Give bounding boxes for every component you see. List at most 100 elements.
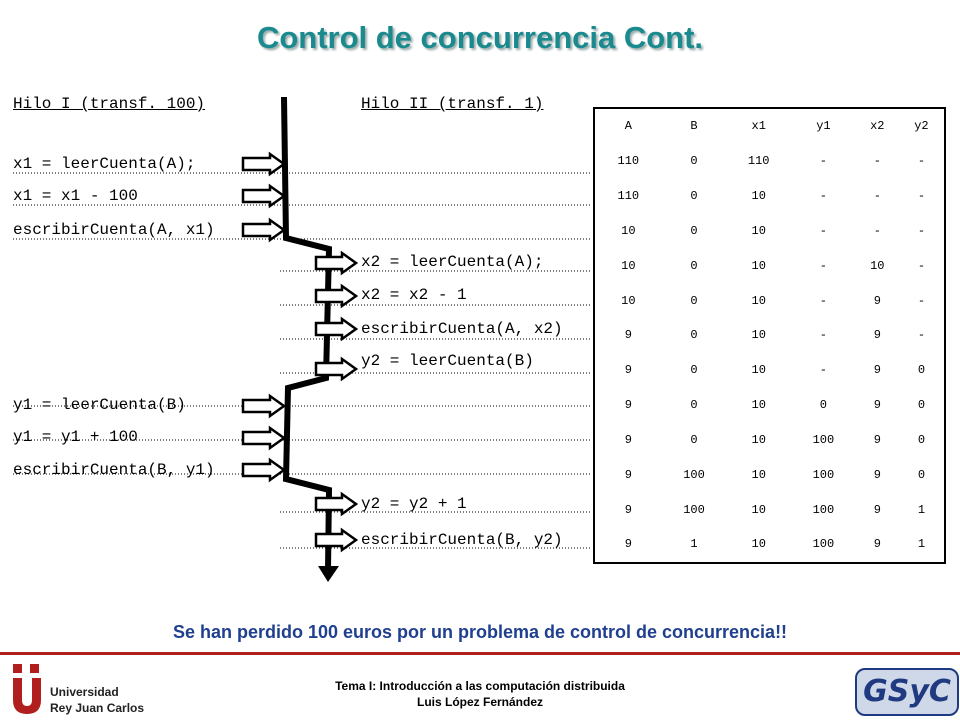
table-cell: 9 — [873, 398, 881, 413]
thread1-line: x1 = x1 - 100 — [13, 187, 138, 205]
table-cell: 9 — [624, 432, 632, 447]
table-cell: 10 — [751, 328, 766, 343]
table-cell: 9 — [624, 537, 632, 552]
table-cell: - — [873, 189, 881, 204]
table-cell: 10 — [621, 258, 636, 273]
gsyc-logo-icon: GSyC — [855, 668, 959, 716]
table-cell: 0 — [690, 223, 698, 238]
table-cell: - — [917, 258, 926, 273]
table-cell: 0 — [690, 258, 698, 273]
table-cell: 10 — [751, 223, 766, 238]
urjc-logo-icon — [13, 664, 41, 714]
table-cell: 0 — [690, 398, 698, 413]
thread1-line: x1 = leerCuenta(A); — [13, 155, 196, 173]
table-cell: 9 — [873, 467, 881, 482]
table-cell: 10 — [751, 537, 766, 552]
dashed-guides — [13, 172, 590, 549]
thread2-line: y2 = leerCuenta(B) — [361, 352, 534, 370]
table-cell: 0 — [819, 398, 827, 413]
footer-divider — [0, 652, 960, 655]
table-cell: 0 — [917, 398, 926, 413]
table-cell: - — [819, 154, 827, 169]
table-cell: 110 — [617, 154, 640, 169]
table-cell: 110 — [617, 189, 640, 204]
thread2-line: x2 = x2 - 1 — [361, 286, 467, 304]
table-cell: 10 — [751, 363, 766, 378]
table-cell: 10 — [751, 432, 766, 447]
table-cell: 1 — [690, 537, 698, 552]
table-cell: 10 — [751, 467, 766, 482]
thread1-line: escribirCuenta(A, x1) — [13, 221, 215, 239]
table-row: 9 0 10 0 9 0 — [594, 388, 945, 423]
thread1-line: y1 = y1 + 100 — [13, 428, 138, 446]
timeline-arrowhead — [318, 566, 339, 582]
university-name-line2: Rey Juan Carlos — [50, 701, 145, 715]
table-row: 9 0 10 - 9 0 — [594, 353, 945, 388]
table-cell: 9 — [873, 537, 881, 552]
execution-path — [281, 96, 333, 571]
table-cell: 0 — [690, 328, 698, 343]
table-cell: 0 — [690, 363, 698, 378]
table-cell: 0 — [690, 189, 698, 204]
footer-course: Tema I: Introducción a las computación d… — [335, 679, 625, 693]
table-cell: - — [873, 223, 881, 238]
table-header-cell: x2 — [870, 119, 885, 134]
table-cell: - — [917, 189, 926, 204]
table-cell: 10 — [621, 293, 636, 308]
table-cell: 100 — [683, 502, 705, 517]
table-cell: 0 — [690, 293, 698, 308]
footer-author: Luis López Fernández — [416, 695, 543, 709]
table-cell: - — [917, 154, 926, 169]
table-cell: 9 — [624, 502, 632, 517]
table-cell: 100 — [812, 432, 835, 447]
thread2-line: escribirCuenta(A, x2) — [361, 320, 563, 338]
table-cell: 9 — [873, 432, 881, 447]
table-cell: 100 — [683, 467, 705, 482]
table-cell: 0 — [917, 363, 926, 378]
gsyc-logo-text: GSyC — [863, 674, 951, 709]
table-cell: 9 — [624, 363, 632, 378]
thread1-line: y1 = leerCuenta(B) — [13, 396, 186, 414]
table-cell: 0 — [690, 432, 698, 447]
university-name-line1: Universidad — [50, 685, 119, 699]
table-cell: 10 — [751, 293, 766, 308]
table-header-cell: y1 — [816, 119, 831, 134]
table-cell: 9 — [624, 467, 632, 482]
table-header-cell: x1 — [751, 119, 766, 134]
table-cell: 10 — [621, 223, 636, 238]
table-cell: - — [917, 328, 926, 343]
table-cell: - — [873, 154, 881, 169]
table-cell: 9 — [873, 363, 881, 378]
table-cell: - — [819, 223, 827, 238]
table-cell: - — [917, 293, 926, 308]
table-cell: 9 — [624, 398, 632, 413]
thread2-header: Hilo II (transf. 1) — [361, 95, 544, 113]
table-cell: 10 — [870, 258, 885, 273]
slide-title: Control de concurrencia Cont. — [256, 20, 704, 55]
table-cell: 0 — [917, 467, 926, 482]
table-cell: - — [819, 363, 827, 378]
table-cell: 10 — [751, 258, 766, 273]
thread2-step-arrows — [314, 250, 359, 553]
table-cell: 0 — [690, 154, 698, 169]
thread2-line: y2 = y2 + 1 — [361, 495, 467, 513]
table-header-cell: y2 — [914, 119, 929, 134]
table-cell: 100 — [812, 502, 835, 517]
table-cell: - — [819, 189, 827, 204]
thread1-line: escribirCuenta(B, y1) — [13, 461, 215, 479]
table-cell: 9 — [624, 328, 632, 343]
table-cell: - — [819, 293, 827, 308]
table-cell: 10 — [751, 398, 766, 413]
table-cell: 100 — [812, 537, 835, 552]
